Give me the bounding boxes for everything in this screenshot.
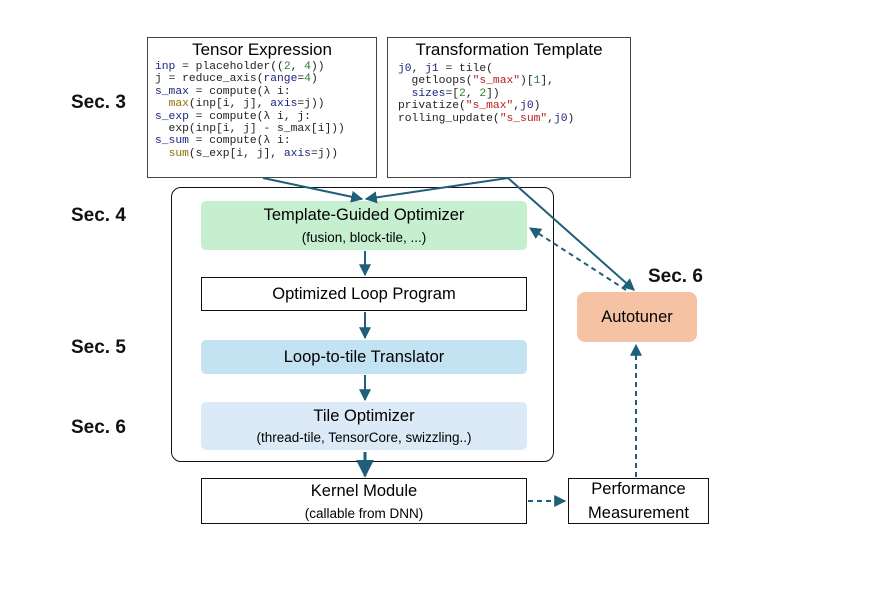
section-label-sec4: Sec. 4 bbox=[71, 205, 126, 226]
performance-measurement-line1: Performance bbox=[591, 480, 686, 498]
performance-measurement-box: Performance Measurement bbox=[568, 478, 709, 524]
tensor-expression-code-line: max(inp[i, j], axis=j)) bbox=[168, 98, 325, 111]
kernel-module-box: Kernel Module (callable from DNN) bbox=[201, 478, 527, 524]
arrow-template-to-optimizer bbox=[364, 177, 509, 204]
transformation-template-code-line: getloops("s_max")[1], bbox=[398, 75, 554, 88]
tile-optimizer-box: Tile Optimizer (thread-tile, TensorCore,… bbox=[201, 402, 527, 450]
tile-optimizer-title: Tile Optimizer bbox=[313, 407, 415, 425]
optimized-loop-program-box: Optimized Loop Program bbox=[201, 277, 527, 311]
tensor-expression-code-line: sum(s_exp[i, j], axis=j)) bbox=[168, 147, 339, 160]
arrow-template-to-autotuner bbox=[507, 177, 635, 291]
performance-measurement-line2: Measurement bbox=[588, 504, 689, 522]
loop-to-tile-translator-box: Loop-to-tile Translator bbox=[201, 340, 527, 374]
transformation-template-box: Transformation Template j0, j1 = tile( g… bbox=[387, 37, 631, 178]
transformation-template-code: j0, j1 = tile( getloops("s_max")[1], siz… bbox=[398, 63, 630, 125]
tensor-expression-code-line: s_exp = compute(λ i, j: bbox=[155, 110, 311, 123]
transformation-template-code-line: sizes=[2, 2]) bbox=[411, 87, 500, 100]
section-label-sec6-left: Sec. 6 bbox=[71, 417, 126, 438]
template-guided-optimizer-subtitle: (fusion, block-tile, ...) bbox=[301, 230, 427, 245]
tensor-expression-code-line: s_max = compute(λ i: bbox=[155, 85, 291, 98]
template-guided-optimizer-title: Template-Guided Optimizer bbox=[263, 206, 465, 224]
tile-optimizer-subtitle: (thread-tile, TensorCore, swizzling..) bbox=[256, 430, 472, 445]
tensor-expression-code-line: exp(inp[i, j] - s_max[i])) bbox=[155, 123, 345, 136]
transformation-template-code-line: privatize("s_max",j0) bbox=[398, 100, 541, 113]
transformation-template-title: Transformation Template bbox=[415, 40, 603, 59]
arrow-tensor-expression-to-optimizer bbox=[262, 177, 364, 203]
optimized-loop-program-title: Optimized Loop Program bbox=[272, 284, 456, 303]
tensor-expression-box: Tensor Expression inp = placeholder((2, … bbox=[147, 37, 377, 178]
arrow-autotuner-to-optimizer-dashed bbox=[528, 227, 627, 291]
transformation-template-code-line: rolling_update("s_sum",j0) bbox=[398, 112, 575, 125]
loop-to-tile-translator-title: Loop-to-tile Translator bbox=[283, 347, 445, 366]
tensor-expression-code-line: j = reduce_axis(range=4) bbox=[155, 73, 318, 86]
template-guided-optimizer-box: Template-Guided Optimizer (fusion, block… bbox=[201, 201, 527, 250]
tensor-expression-code-line: inp = placeholder((2, 4)) bbox=[155, 61, 325, 73]
tensor-expression-code: inp = placeholder((2, 4))j = reduce_axis… bbox=[155, 61, 376, 160]
tensor-expression-title: Tensor Expression bbox=[192, 40, 332, 59]
section-label-sec3: Sec. 3 bbox=[71, 92, 126, 113]
autotuner-box: Autotuner bbox=[577, 292, 697, 342]
kernel-module-subtitle: (callable from DNN) bbox=[304, 505, 424, 521]
autotuner-title: Autotuner bbox=[601, 307, 673, 326]
tensor-expression-code-line: s_sum = compute(λ i: bbox=[155, 135, 291, 148]
transformation-template-code-line: j0, j1 = tile( bbox=[398, 63, 493, 75]
section-label-sec5: Sec. 5 bbox=[71, 337, 126, 358]
section-label-sec6-right: Sec. 6 bbox=[648, 266, 703, 287]
kernel-module-title: Kernel Module bbox=[310, 481, 418, 500]
